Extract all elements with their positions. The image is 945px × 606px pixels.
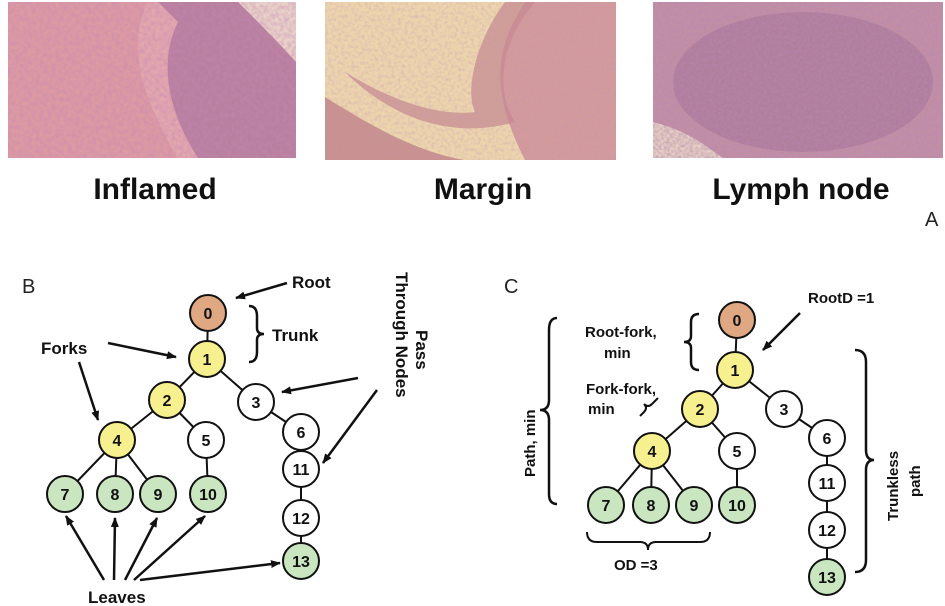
tree-c-node-label-5: 5 bbox=[733, 444, 742, 461]
tree-c-node-label-7: 7 bbox=[602, 498, 611, 515]
tree-c-node-label-9: 9 bbox=[690, 498, 699, 515]
histology-image-lymph-node bbox=[653, 2, 943, 158]
svg-text:path: path bbox=[907, 465, 924, 497]
tree-b-node-label-9: 9 bbox=[154, 487, 163, 504]
tree-b-node-4: 4 bbox=[98, 421, 136, 459]
tree-b-node-label-11: 11 bbox=[293, 462, 310, 479]
histology-image-inflamed bbox=[8, 2, 296, 158]
tree-c-node-11: 11 bbox=[808, 464, 846, 502]
tree-b-node-label-3: 3 bbox=[252, 395, 261, 412]
tree-c-node-1: 1 bbox=[716, 351, 754, 389]
tree-c-node-label-4: 4 bbox=[648, 444, 657, 461]
panel-letter-a: A bbox=[925, 209, 939, 231]
tree-c-node-label-8: 8 bbox=[647, 498, 656, 515]
tree-b-node-10: 10 bbox=[189, 475, 227, 513]
tree-c-node-label-6: 6 bbox=[823, 431, 832, 448]
tree-b-node-label-1: 1 bbox=[203, 352, 212, 369]
svg-text:Through Nodes: Through Nodes bbox=[392, 272, 411, 398]
tree-b-node-12: 12 bbox=[282, 499, 320, 537]
tree-c-node-4: 4 bbox=[633, 432, 671, 470]
tree-b-node-7: 7 bbox=[46, 475, 84, 513]
tree-c-node-label-13: 13 bbox=[818, 570, 836, 587]
tree-b-node-label-13: 13 bbox=[292, 554, 310, 571]
tree-c-node-12: 12 bbox=[808, 511, 846, 549]
trunk-label: Trunk bbox=[272, 326, 319, 345]
tree-c-node-6: 6 bbox=[808, 419, 846, 457]
tree-b-node-label-4: 4 bbox=[113, 433, 122, 450]
pass-through-label: Through Nodes Pass bbox=[392, 272, 431, 398]
tree-b-node-label-8: 8 bbox=[111, 487, 120, 504]
svg-text:min: min bbox=[604, 345, 631, 362]
annotations-c: RootD =1 Root-fork, min Fork-fork, min P… bbox=[522, 290, 924, 574]
tree-c-node-2: 2 bbox=[681, 390, 719, 428]
tree-c-node-3: 3 bbox=[765, 390, 803, 428]
tree-c-node-5: 5 bbox=[718, 432, 756, 470]
panel-letter-c: C bbox=[504, 276, 518, 298]
tree-b-node-label-5: 5 bbox=[202, 433, 211, 450]
root-d-label: RootD =1 bbox=[808, 290, 874, 307]
svg-text:Pass: Pass bbox=[412, 330, 431, 370]
trunkless-label: Trunkless path bbox=[885, 451, 924, 521]
tree-b-node-13: 13 bbox=[282, 542, 320, 580]
tree-b-node-3: 3 bbox=[237, 383, 275, 421]
tree-b-node-6: 6 bbox=[282, 413, 320, 451]
tree-b-node-label-7: 7 bbox=[61, 487, 70, 504]
tree-b-node-8: 8 bbox=[96, 475, 134, 513]
tree-c-node-label-2: 2 bbox=[696, 402, 705, 419]
od-label: OD =3 bbox=[614, 557, 658, 574]
tree-b-node-9: 9 bbox=[139, 475, 177, 513]
forks-label: Forks bbox=[41, 339, 87, 358]
tree-c-node-8: 8 bbox=[632, 486, 670, 524]
tree-b-node-11: 11 bbox=[282, 450, 320, 488]
caption-inflamed: Inflamed bbox=[93, 173, 217, 206]
svg-text:min: min bbox=[588, 401, 615, 418]
tree-c-node-13: 13 bbox=[808, 558, 846, 596]
root-fork-label: Root-fork, bbox=[585, 324, 657, 341]
annotations-b: Root Trunk Forks Through Nodes Pass Leav… bbox=[41, 272, 431, 606]
tree-b-node-2: 2 bbox=[148, 381, 186, 419]
histology-image-margin bbox=[325, 2, 616, 160]
caption-lymph-node: Lymph node bbox=[712, 173, 890, 206]
tree-b-node-label-6: 6 bbox=[297, 425, 306, 442]
tree-b-node-5: 5 bbox=[187, 421, 225, 459]
tree-b-node-0: 0 bbox=[189, 294, 227, 332]
tree-c-node-label-1: 1 bbox=[731, 363, 740, 380]
root-label: Root bbox=[292, 273, 331, 292]
tree-c-node-0: 0 bbox=[718, 301, 756, 339]
fork-fork-label: Fork-fork, bbox=[586, 381, 656, 398]
tree-c-node-9: 9 bbox=[675, 486, 713, 524]
path-min-label: Path, min bbox=[522, 409, 539, 477]
tree-c-node-label-3: 3 bbox=[780, 402, 789, 419]
tree-c-node-label-12: 12 bbox=[818, 523, 836, 540]
svg-text:Trunkless: Trunkless bbox=[885, 451, 902, 521]
tree-c-node-label-11: 11 bbox=[819, 476, 836, 493]
tree-b-node-label-0: 0 bbox=[204, 306, 213, 323]
tree-c-node-label-0: 0 bbox=[733, 313, 742, 330]
tree-b-node-label-10: 10 bbox=[199, 487, 217, 504]
leaves-label: Leaves bbox=[88, 588, 146, 606]
caption-margin: Margin bbox=[433, 173, 533, 206]
tree-b-node-label-2: 2 bbox=[163, 393, 172, 410]
tree-c-node-7: 7 bbox=[587, 486, 625, 524]
tree-b-node-1: 1 bbox=[188, 340, 226, 378]
tree-c-node-10: 10 bbox=[718, 486, 756, 524]
tree-b-node-label-12: 12 bbox=[292, 511, 310, 528]
tree-c-node-label-10: 10 bbox=[728, 498, 746, 515]
panel-letter-b: B bbox=[22, 276, 36, 298]
